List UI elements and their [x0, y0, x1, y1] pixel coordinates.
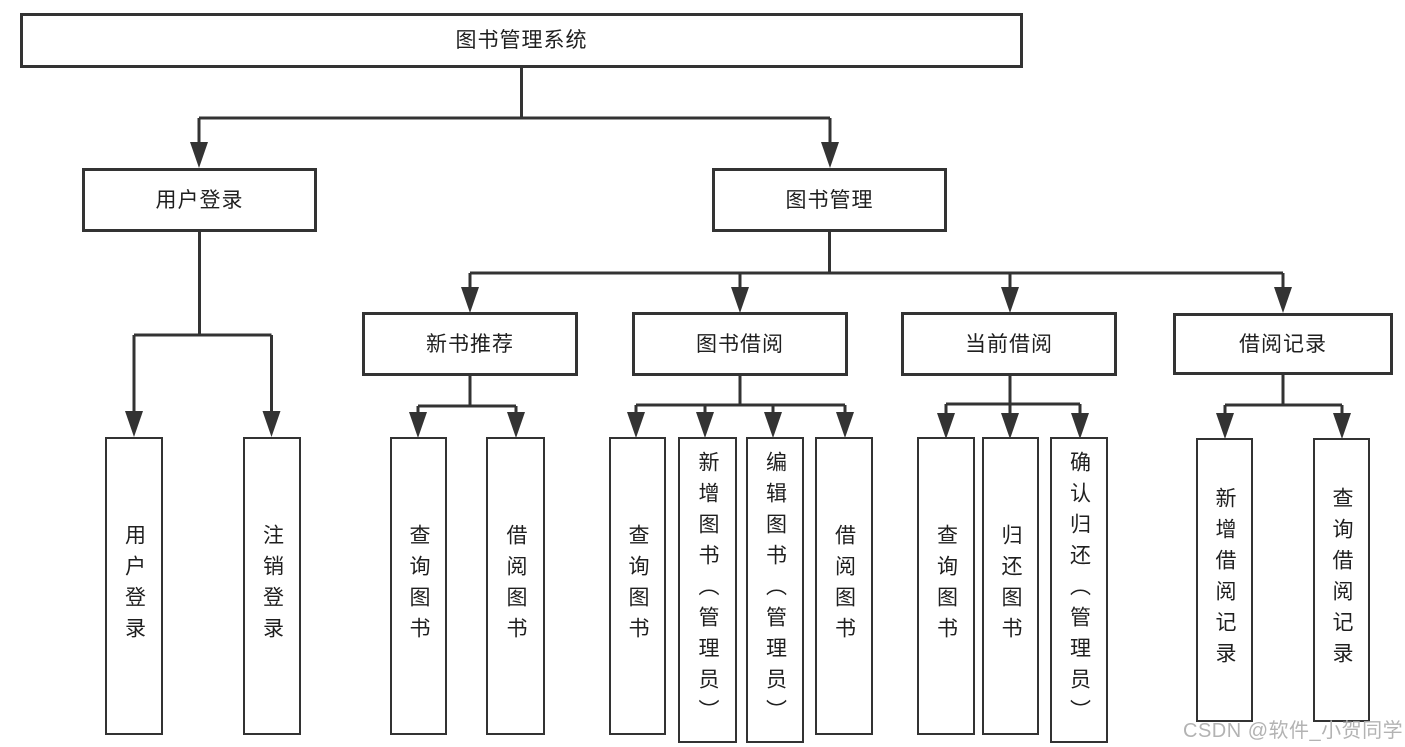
node-label: 编辑图书（管理员） — [763, 450, 787, 730]
arrowheads — [125, 142, 1351, 439]
leaf-return-books: 归还图书 — [982, 437, 1039, 735]
leaf-logout: 注销登录 — [243, 437, 301, 735]
connector-bookmgmt-to-level3 — [468, 232, 1285, 289]
node-label: 注销登录 — [260, 524, 284, 648]
arrow-down-icon — [190, 142, 208, 168]
arrow-down-icon — [1333, 413, 1351, 439]
leaf-edit-books-admin: 编辑图书（管理员） — [746, 437, 804, 743]
arrow-down-icon — [1071, 413, 1089, 439]
leaf-user-login: 用户登录 — [105, 437, 163, 735]
node-new-book-recommend: 新书推荐 — [362, 312, 578, 376]
node-label: 图书管理系统 — [455, 29, 588, 52]
node-label: 查询图书 — [407, 524, 430, 648]
node-label: 新增借阅记录 — [1213, 487, 1236, 673]
node-label: 查询借阅记录 — [1330, 487, 1353, 673]
node-label: 查询图书 — [934, 524, 958, 648]
node-root-library-system: 图书管理系统 — [20, 13, 1023, 68]
arrow-down-icon — [696, 412, 714, 438]
node-label: 新增图书（管理员） — [696, 450, 719, 730]
connector-root-to-level2 — [197, 68, 832, 144]
arrow-down-icon — [627, 412, 645, 438]
leaf-query-books-current: 查询图书 — [917, 437, 975, 735]
arrow-down-icon — [409, 412, 427, 438]
node-label: 当前借阅 — [965, 332, 1053, 356]
node-label: 图书管理 — [785, 188, 874, 212]
connector-currentborrow-to-leaves — [944, 376, 1082, 416]
leaf-add-books-admin: 新增图书（管理员） — [678, 437, 737, 743]
connector-borrowrecords-to-leaves — [1223, 375, 1344, 416]
arrow-down-icon — [1001, 287, 1019, 313]
node-label: 借阅图书 — [504, 524, 527, 648]
leaf-query-books-newbook: 查询图书 — [390, 437, 447, 735]
arrow-down-icon — [937, 413, 955, 439]
node-label: 借阅图书 — [832, 524, 856, 648]
node-label: 用户登录 — [122, 524, 146, 648]
node-user-login-module: 用户登录 — [82, 168, 317, 232]
arrow-down-icon — [461, 287, 479, 313]
csdn-watermark: CSDN @软件_小贺同学 — [1183, 720, 1404, 742]
arrow-down-icon — [836, 412, 854, 438]
arrow-down-icon — [1274, 287, 1292, 313]
node-book-borrowing: 图书借阅 — [632, 312, 848, 376]
node-label: 用户登录 — [155, 188, 244, 212]
node-label: 查询图书 — [626, 524, 649, 648]
leaf-borrow-books-borrowing: 借阅图书 — [815, 437, 873, 735]
node-label: 图书借阅 — [696, 332, 784, 356]
node-label: 确认归还（管理员） — [1067, 450, 1091, 730]
node-current-borrowing: 当前借阅 — [901, 312, 1117, 376]
node-label: 借阅记录 — [1239, 332, 1327, 356]
leaf-add-borrow-record: 新增借阅记录 — [1196, 438, 1253, 722]
node-label: 新书推荐 — [426, 332, 514, 356]
leaf-query-books-borrowing: 查询图书 — [609, 437, 666, 735]
leaf-borrow-books-newbook: 借阅图书 — [486, 437, 545, 735]
node-borrowing-records: 借阅记录 — [1173, 313, 1393, 375]
arrow-down-icon — [821, 142, 839, 168]
leaf-query-borrow-record: 查询借阅记录 — [1313, 438, 1370, 722]
node-book-management-module: 图书管理 — [712, 168, 947, 232]
arrow-down-icon — [731, 287, 749, 313]
leaf-confirm-return-admin: 确认归还（管理员） — [1050, 437, 1108, 743]
connector-userlogin-to-leaves — [132, 232, 273, 413]
arrow-down-icon — [507, 412, 525, 438]
arrow-down-icon — [764, 412, 782, 438]
connector-bookborrow-to-leaves — [634, 376, 847, 416]
arrow-down-icon — [125, 411, 143, 437]
node-label: 归还图书 — [999, 524, 1022, 648]
arrow-down-icon — [1216, 413, 1234, 439]
arrow-down-icon — [262, 411, 281, 437]
arrow-down-icon — [1001, 413, 1019, 439]
connector-newbooks-to-leaves — [416, 375, 518, 416]
